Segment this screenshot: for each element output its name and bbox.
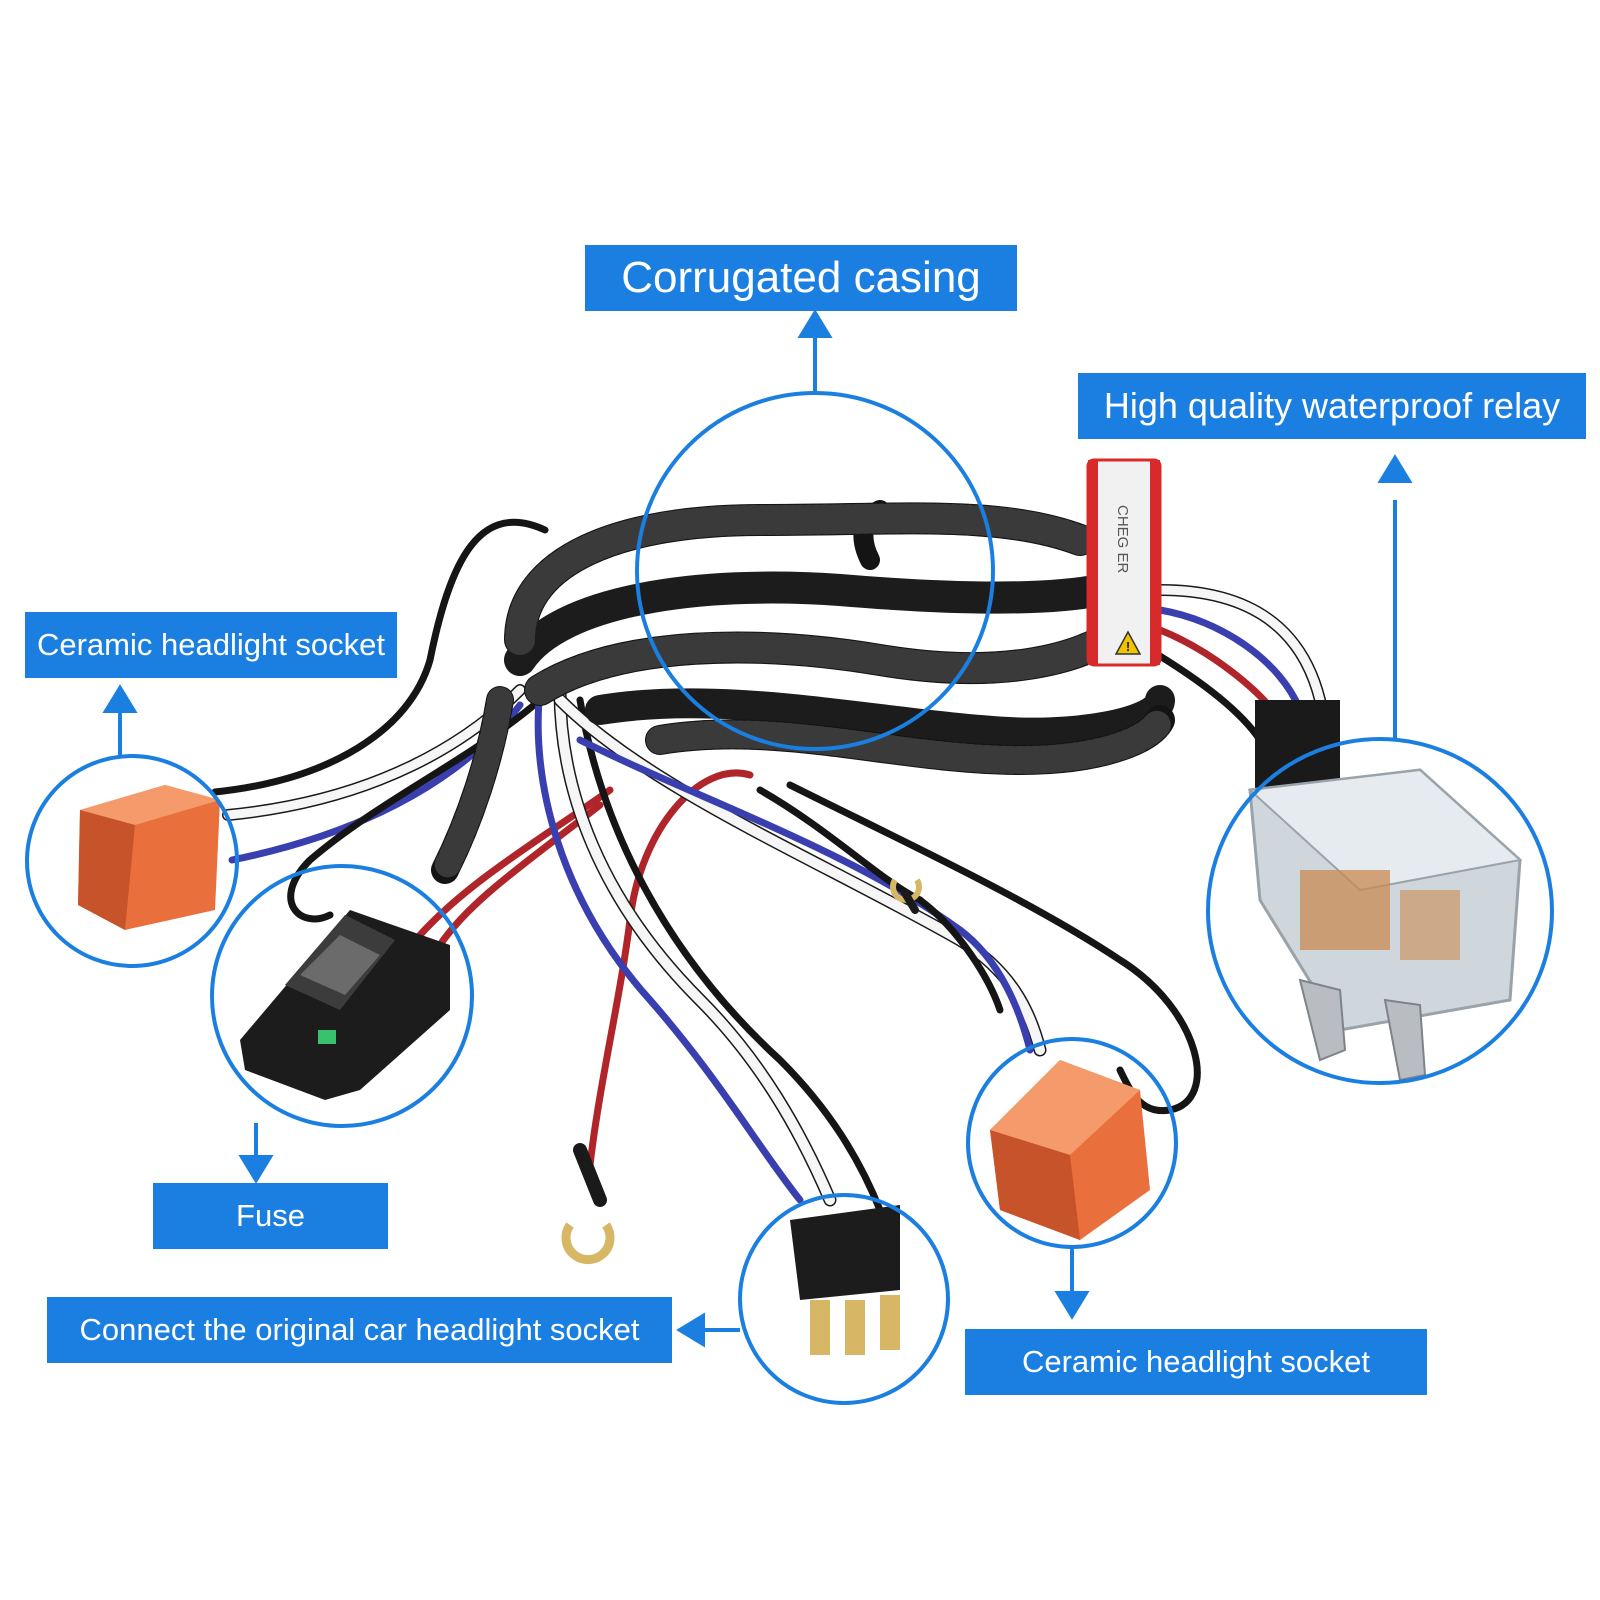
- callout-circle-relay: [1206, 737, 1554, 1085]
- sleeve-text: CHEG ER: [1114, 505, 1131, 574]
- warning-sleeve: CHEG ER !: [1086, 458, 1162, 667]
- h4-plug: [790, 1205, 900, 1355]
- arrow-down-icon: [238, 1155, 274, 1184]
- relay-wire-black: [1146, 646, 1264, 744]
- label-corrugated-casing: Corrugated casing: [585, 245, 1017, 311]
- callout-circle-casing: [635, 391, 995, 751]
- label-original-socket: Connect the original car headlight socke…: [47, 1297, 672, 1363]
- label-ceramic-socket-left: Ceramic headlight socket: [25, 612, 397, 678]
- blue-wire-h4: [534, 686, 804, 1204]
- callout-circle-h4: [738, 1193, 950, 1405]
- corrugated-casing: [431, 500, 1175, 884]
- black-wire-left-top: [211, 518, 549, 796]
- ceramic-socket-left: [78, 785, 220, 930]
- arrow-up-icon: [102, 684, 138, 713]
- white-wire-h4: [555, 685, 835, 1205]
- label-waterproof-relay: High quality waterproof relay: [1078, 373, 1586, 439]
- warning-triangle-icon: !: [1114, 630, 1142, 655]
- arrow-down-icon: [1054, 1291, 1090, 1320]
- arrow-left-icon: [676, 1312, 705, 1348]
- relay-wire-blue: [1156, 606, 1304, 714]
- arrow-up-icon: [797, 309, 833, 338]
- white-wire-right: [555, 695, 1045, 1055]
- black-wire-h4: [576, 696, 884, 1214]
- label-fuse: Fuse: [153, 1183, 388, 1249]
- callout-arrows: [102, 309, 1413, 1348]
- label-ceramic-socket-right: Ceramic headlight socket: [965, 1329, 1427, 1395]
- svg-text:!: !: [1126, 639, 1130, 654]
- fuse-indicator: [318, 1030, 336, 1044]
- arrow-up-icon: [1377, 454, 1413, 483]
- ring-terminal-small: [890, 878, 922, 914]
- ceramic-socket-right: [990, 1060, 1150, 1240]
- callout-circle-ceramic-left: [25, 754, 239, 968]
- black-wire-right: [786, 781, 1201, 1115]
- waterproof-relay: [1247, 700, 1523, 1082]
- ring-terminal-large: [561, 1143, 615, 1265]
- fuse-holder: [240, 910, 450, 1100]
- loose-wires: [211, 518, 1326, 1214]
- callout-circle-fuse: [210, 864, 474, 1128]
